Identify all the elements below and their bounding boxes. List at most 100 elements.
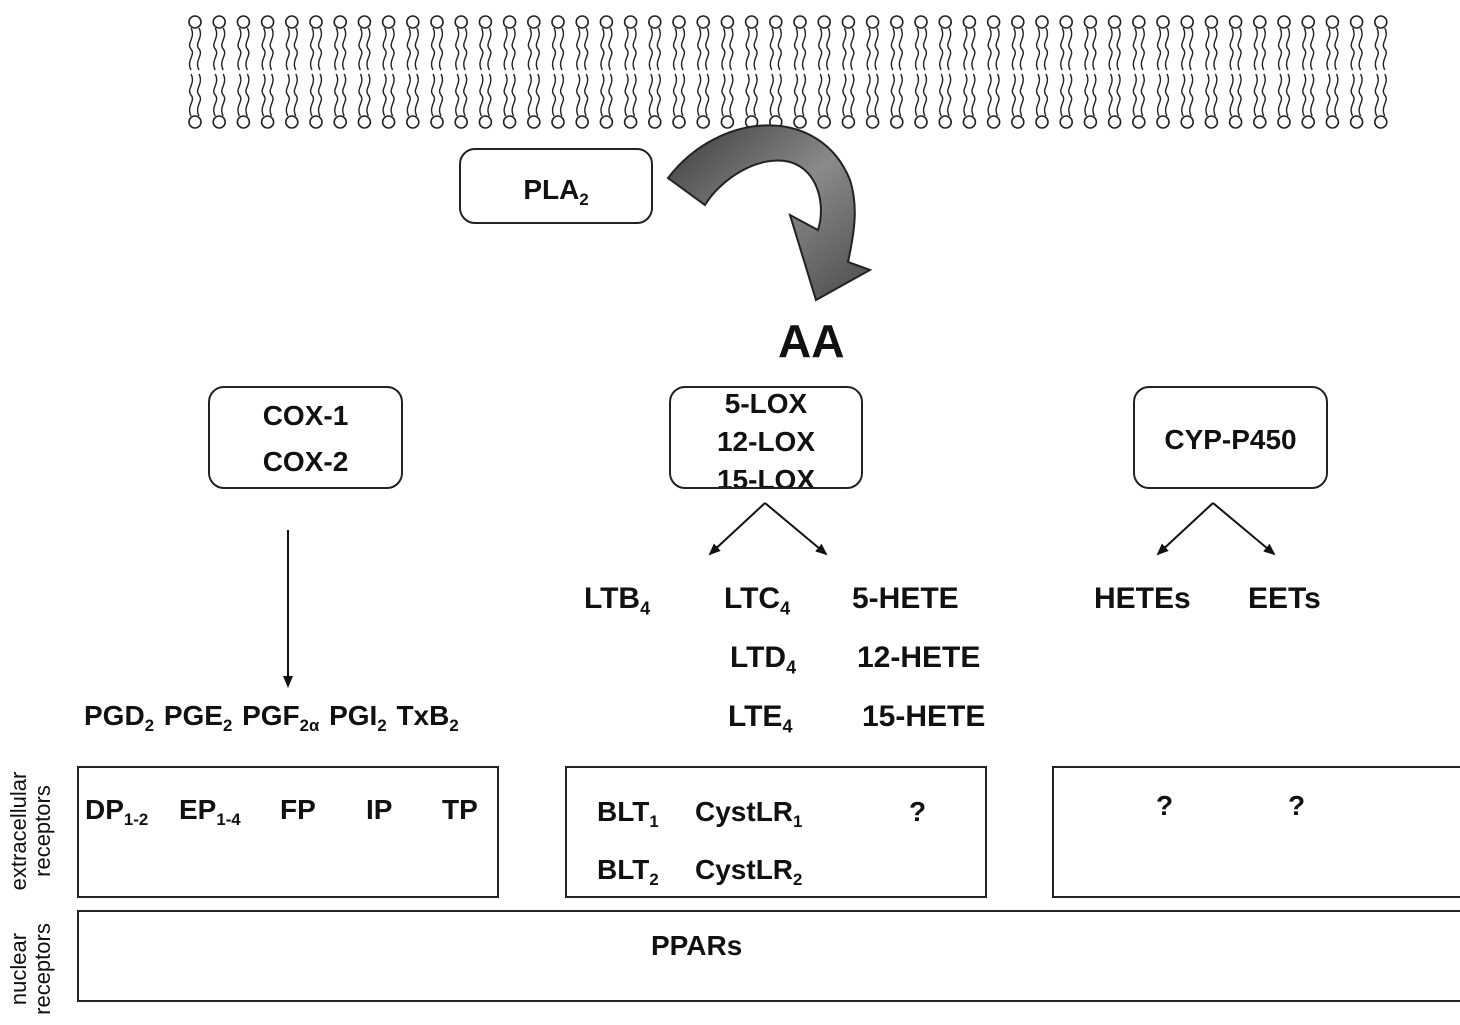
lipid-tail: [706, 28, 709, 70]
lipid-tail: [609, 74, 612, 116]
lipid-tail: [1045, 28, 1048, 70]
lipid-head: [1012, 16, 1024, 28]
lipid-tail: [754, 74, 757, 116]
ltc4-label: LTC4: [724, 584, 790, 617]
lipid-tail: [916, 74, 919, 116]
lipid-tail: [432, 74, 435, 116]
lipid-tail: [722, 28, 725, 70]
lipid-head: [939, 16, 951, 28]
lipid-tail: [1166, 28, 1169, 70]
hetes-receptor-unknown: ?: [1156, 792, 1173, 820]
lipid-tail: [1383, 74, 1386, 116]
lipid-tail: [972, 74, 975, 116]
lipid-tail: [561, 74, 564, 116]
lipid-head: [1375, 16, 1387, 28]
lipid-head: [988, 16, 1000, 28]
prostanoids-row: PGD2 PGE2 PGF2α PGI2 TxB2: [84, 702, 459, 735]
lipid-tail: [238, 74, 241, 116]
lipid-tail: [1190, 74, 1193, 116]
lipid-head: [407, 16, 419, 28]
extracellular-receptors-row-label: extracellular receptors: [7, 761, 63, 901]
lipid-tail: [1206, 74, 1209, 116]
lipid-tail: [286, 28, 289, 70]
lipid-tail: [940, 28, 943, 70]
hetes-label: HETEs: [1094, 584, 1191, 614]
lipid-tail: [770, 74, 773, 116]
lipid-head: [552, 116, 564, 128]
lipid-tail: [1141, 28, 1144, 70]
lipid-tail: [1262, 74, 1265, 116]
lipid-head: [721, 16, 733, 28]
blt1-receptor: BLT1: [597, 798, 659, 831]
lipid-tail: [1069, 74, 1072, 116]
lipid-tail: [843, 28, 846, 70]
lipid-head: [1036, 116, 1048, 128]
lipid-head: [891, 16, 903, 28]
lipid-tail: [432, 28, 435, 70]
lipid-tail: [359, 74, 362, 116]
dp-receptor: DP1-2: [85, 796, 148, 829]
row-label-line2: receptors: [31, 761, 55, 901]
hete15-label: 15-HETE: [862, 702, 985, 732]
lipid-tail: [899, 28, 902, 70]
lipid-head: [1181, 116, 1193, 128]
ip-receptor: IP: [366, 796, 392, 824]
lipid-head: [358, 116, 370, 128]
lipid-tail: [456, 74, 459, 116]
lipid-tail: [1214, 74, 1217, 116]
lipid-tail: [1061, 28, 1064, 70]
lipid-head: [262, 116, 274, 128]
lipid-tail: [746, 28, 749, 70]
lipid-tail: [1375, 28, 1378, 70]
lipid-tail: [440, 28, 443, 70]
lipid-tail: [803, 28, 806, 70]
lipid-tail: [657, 28, 660, 70]
lipid-tail: [1117, 28, 1120, 70]
ppars-label: PPARs: [651, 932, 742, 960]
lipid-tail: [1214, 28, 1217, 70]
lipid-tail: [1335, 74, 1338, 116]
lipid-tail: [222, 74, 225, 116]
lipid-tail: [1037, 28, 1040, 70]
lipid-tail: [1158, 74, 1161, 116]
lipid-head: [697, 116, 709, 128]
lipid-tail: [528, 74, 531, 116]
lipid-tail: [1254, 28, 1257, 70]
lipid-tail: [1238, 74, 1241, 116]
lipid-tail: [625, 74, 628, 116]
lipid-tail: [1303, 74, 1306, 116]
lipid-tail: [1303, 28, 1306, 70]
lipid-tail: [246, 28, 249, 70]
lipid-head: [1326, 16, 1338, 28]
lipid-tail: [190, 74, 193, 116]
lipid-tail: [964, 28, 967, 70]
cox-box: COX-1 COX-2: [208, 386, 403, 489]
lipid-head: [1157, 16, 1169, 28]
lipid-tail: [1182, 74, 1185, 116]
lipid-head: [1302, 116, 1314, 128]
lipid-head: [237, 16, 249, 28]
lipid-tail: [891, 28, 894, 70]
lipid-head: [1157, 116, 1169, 128]
lipid-tail: [488, 74, 491, 116]
lipid-tail: [1230, 28, 1233, 70]
hete5-label: 5-HETE: [852, 584, 959, 614]
lipid-tail: [415, 74, 418, 116]
lipid-tail: [585, 28, 588, 70]
lipid-tail: [190, 28, 193, 70]
lipid-tail: [1085, 28, 1088, 70]
lipid-tail: [1012, 74, 1015, 116]
lipid-head: [625, 16, 637, 28]
lipid-tail: [682, 28, 685, 70]
lipid-head: [189, 116, 201, 128]
lipid-tail: [294, 74, 297, 116]
lipid-tail: [1109, 28, 1112, 70]
lipid-tail: [1279, 74, 1282, 116]
lipid-head: [697, 16, 709, 28]
lipid-head: [334, 16, 346, 28]
cystlr1-receptor: CystLR1: [695, 798, 802, 831]
lipid-tail: [996, 74, 999, 116]
lipid-tail: [1109, 74, 1112, 116]
lipid-head: [1254, 16, 1266, 28]
